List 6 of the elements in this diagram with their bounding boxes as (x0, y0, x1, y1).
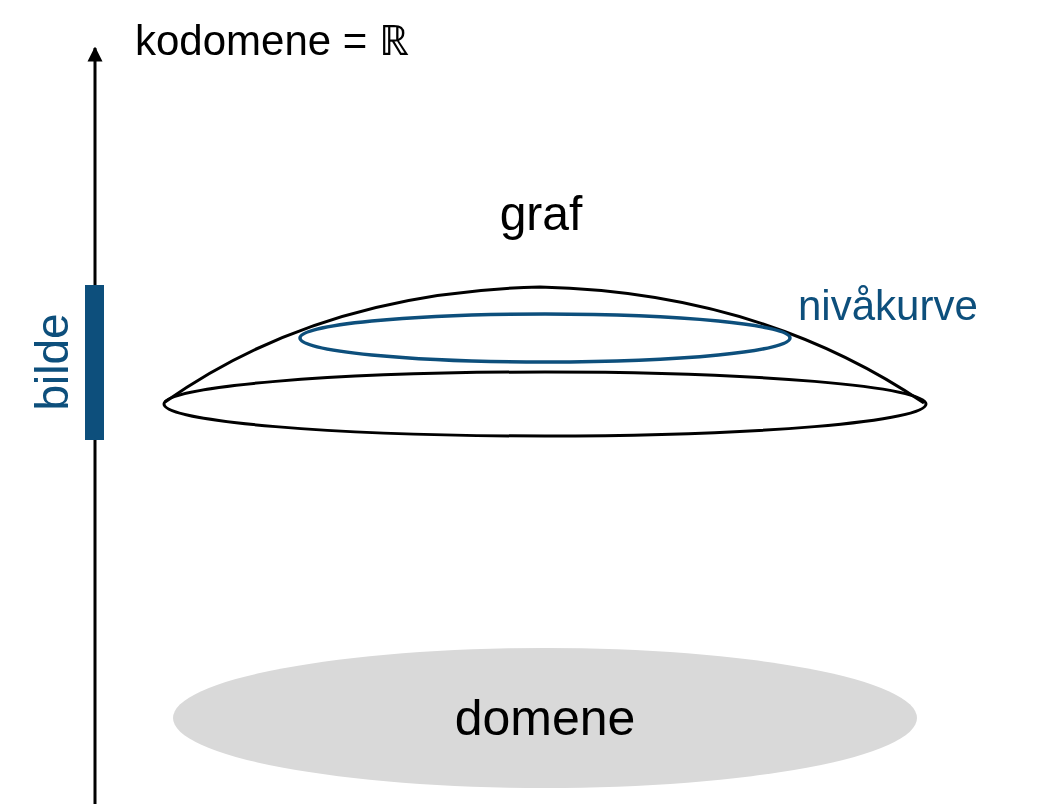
domain-label: domene (453, 693, 637, 743)
domain-ellipse (173, 648, 917, 788)
codomain-label: kodomene = ℝ (135, 20, 409, 62)
graph-label: graf (499, 190, 583, 238)
image-label: bilde (29, 313, 75, 411)
level-curve-label: nivåkurve (798, 285, 978, 327)
